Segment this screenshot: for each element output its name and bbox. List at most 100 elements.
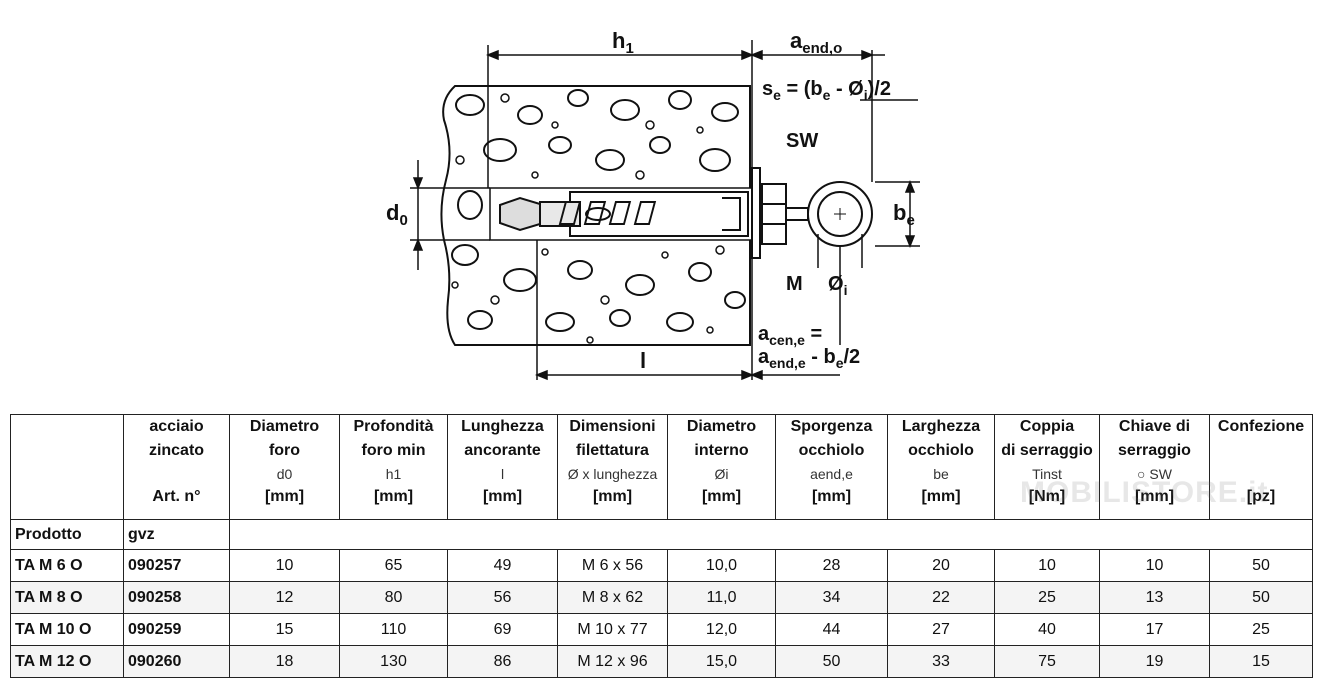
header-line: Larghezza (901, 418, 981, 435)
header-symbol: d0 (276, 466, 293, 482)
header-unit: [mm] (921, 488, 961, 505)
header-line (15, 439, 119, 463)
header-symbol: aend,e (810, 466, 853, 482)
header-unit: [mm] (482, 488, 523, 505)
header-symbol (15, 463, 119, 485)
header-symbol: Tinst (1032, 466, 1062, 482)
header-line: filettatura (576, 442, 649, 459)
column-header: Lunghezza ancorante l [mm] (447, 414, 558, 520)
header-line: Dimensioni (569, 418, 656, 435)
table-cell: 10 (229, 549, 340, 582)
table-cell: 25 (994, 581, 1100, 614)
table-cell: 40 (994, 613, 1100, 646)
header-line: Chiave di (1118, 418, 1191, 435)
header-unit: [mm] (264, 488, 305, 505)
column-header: Larghezza occhiolo be [mm] (887, 414, 995, 520)
table-cell: 65 (339, 549, 448, 582)
header-symbol: Øi (714, 466, 729, 482)
table-cell: 34 (775, 581, 888, 614)
header-symbol: l (500, 466, 505, 482)
header-symbol: Ø x lunghezza (567, 466, 658, 482)
header-symbol: h1 (385, 466, 402, 482)
table-cell: 80 (339, 581, 448, 614)
label-be: be (893, 200, 915, 229)
header-line: foro min (361, 442, 426, 459)
table-cell: 15,0 (667, 645, 776, 678)
dimension-labels: h1 aend,o se = (be - Øi)/2 SW d0 be M Øi… (386, 28, 915, 373)
header-symbol: be (933, 466, 949, 482)
product-label-row: Prodotto gvz (10, 519, 1313, 550)
header-symbol: ○ SW (1137, 466, 1172, 482)
table-cell: 15 (1209, 645, 1313, 678)
product-label: Prodotto (10, 519, 124, 550)
label-sw: SW (786, 130, 818, 152)
header-line: Lunghezza (461, 418, 544, 435)
header-line (15, 415, 119, 439)
label-h1: h1 (612, 28, 634, 57)
label-oi: Øi (828, 273, 847, 298)
table-cell: 19 (1099, 645, 1210, 678)
header-unit (15, 485, 119, 509)
table-cell: 090258 (123, 581, 230, 614)
header-unit: [mm] (1134, 488, 1175, 505)
header-line (1214, 439, 1308, 463)
header-symbol (128, 463, 225, 485)
column-header: Confezione [pz] (1209, 414, 1313, 520)
table-cell: 12,0 (667, 613, 776, 646)
table-cell: TA M 10 O (10, 613, 124, 646)
header-unit: Art. n° (152, 488, 201, 505)
table-cell: 50 (1209, 581, 1313, 614)
table-cell: 12 (229, 581, 340, 614)
table-cell: 27 (887, 613, 995, 646)
column-header (10, 414, 124, 520)
header-line: ancorante (464, 442, 541, 459)
header-line: occhiolo (908, 442, 974, 459)
table-cell: 25 (1209, 613, 1313, 646)
header-line: di serraggio (1001, 442, 1093, 459)
table-cell: 22 (887, 581, 995, 614)
header-line: Coppia (1019, 418, 1075, 435)
header-line: Diametro (249, 418, 320, 435)
header-line: Sporgenza (790, 418, 873, 435)
anchor-bolt (499, 167, 873, 259)
table-cell: TA M 12 O (10, 645, 124, 678)
table-cell: M 10 x 77 (557, 613, 668, 646)
table-cell: 10,0 (667, 549, 776, 582)
table-cell: 50 (775, 645, 888, 678)
table-cell: 10 (994, 549, 1100, 582)
table-cell: TA M 8 O (10, 581, 124, 614)
table-cell: 69 (447, 613, 558, 646)
table-cell: 49 (447, 549, 558, 582)
table-cell: M 8 x 62 (557, 581, 668, 614)
label-se-formula: se = (be - Øi)/2 (762, 78, 891, 103)
table-cell: 33 (887, 645, 995, 678)
table-cell: 10 (1099, 549, 1210, 582)
label-m: M (786, 273, 803, 295)
header-line: acciaio (149, 418, 204, 435)
table-cell: 130 (339, 645, 448, 678)
table-cell: 090257 (123, 549, 230, 582)
header-unit: [mm] (701, 488, 742, 505)
table-cell: 44 (775, 613, 888, 646)
header-unit: [Nm] (1028, 488, 1066, 505)
code-label: gvz (123, 519, 230, 550)
header-line: zincato (148, 442, 205, 459)
label-acen: acen,e = (758, 323, 822, 348)
table-cell: 17 (1099, 613, 1210, 646)
header-line: serraggio (1118, 442, 1191, 459)
table-cell: 13 (1099, 581, 1210, 614)
header-unit: [mm] (592, 488, 633, 505)
column-header: acciaio zincato Art. n° (123, 414, 230, 520)
table-cell: 18 (229, 645, 340, 678)
